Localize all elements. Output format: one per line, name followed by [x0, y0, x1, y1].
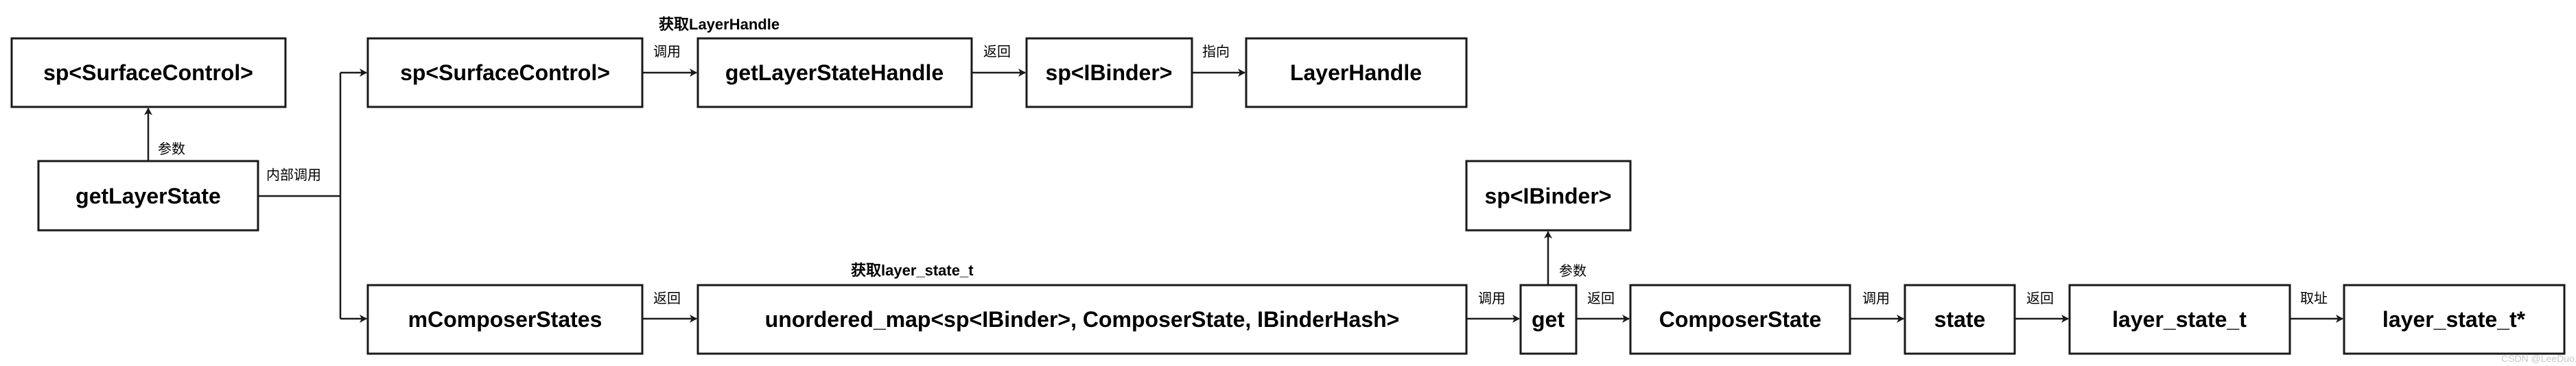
group-label-get-layer-handle: 获取LayerHandle [659, 16, 780, 33]
edge-label-internal-call: 内部调用 [266, 167, 321, 183]
watermark: CSDN @LeeDuo. [2501, 353, 2576, 364]
edge-label-param: 参数 [158, 141, 185, 157]
edge-label-return: 返回 [983, 43, 1011, 60]
node-label: getLayerStateHandle [725, 60, 944, 85]
edge-label-call: 调用 [653, 43, 681, 60]
group-label-get-layer-state-t: 获取layer_state_t [851, 262, 974, 279]
node-label: sp<IBinder> [1046, 60, 1173, 85]
edge-label-return: 返回 [653, 290, 681, 306]
node-ibinder-top: sp<IBinder> [1025, 37, 1193, 108]
node-m-composer-states: mComposerStates [366, 284, 644, 355]
node-label: state [1934, 307, 1986, 332]
node-label: get [1532, 307, 1565, 332]
edge-label-points-to: 指向 [1202, 43, 1230, 60]
node-state: state [1904, 284, 2016, 355]
edge-label-take-address: 取址 [2300, 290, 2328, 306]
node-label: layer_state_t* [2382, 307, 2526, 332]
node-composer-state: ComposerState [1629, 284, 1851, 355]
edge-label-param: 参数 [1559, 263, 1586, 279]
edge-label-return: 返回 [2026, 290, 2054, 306]
node-label: mComposerStates [408, 307, 602, 332]
node-get: get [1519, 284, 1578, 355]
node-unordered-map: unordered_map<sp<IBinder>, ComposerState… [696, 284, 1468, 355]
node-label: getLayerState [75, 184, 221, 208]
edge-internal-call-trunk [258, 73, 342, 319]
node-label: unordered_map<sp<IBinder>, ComposerState… [765, 307, 1400, 332]
node-label: ComposerState [1659, 307, 1822, 332]
node-layer-state-t-ptr: layer_state_t* [2343, 284, 2566, 355]
node-label: sp<SurfaceControl> [400, 60, 610, 85]
node-label: layer_state_t [2112, 307, 2247, 332]
node-surface-control: sp<SurfaceControl> [366, 37, 644, 108]
edge-label-call: 调用 [1478, 290, 1506, 306]
node-get-layer-state: getLayerState [37, 160, 259, 232]
node-layer-state-t: layer_state_t [2068, 284, 2291, 355]
node-label: LayerHandle [1290, 60, 1422, 85]
node-ibinder-param: sp<IBinder> [1465, 160, 1632, 232]
node-layer-handle: LayerHandle [1245, 37, 1468, 108]
node-surface-control-param: sp<SurfaceControl> [10, 37, 287, 108]
edges [144, 69, 2343, 323]
edge-label-return: 返回 [1587, 290, 1615, 306]
edge-label-call: 调用 [1862, 290, 1890, 306]
node-label: sp<SurfaceControl> [43, 60, 253, 85]
node-label: sp<IBinder> [1485, 184, 1612, 208]
node-get-layer-state-handle: getLayerStateHandle [696, 37, 973, 108]
